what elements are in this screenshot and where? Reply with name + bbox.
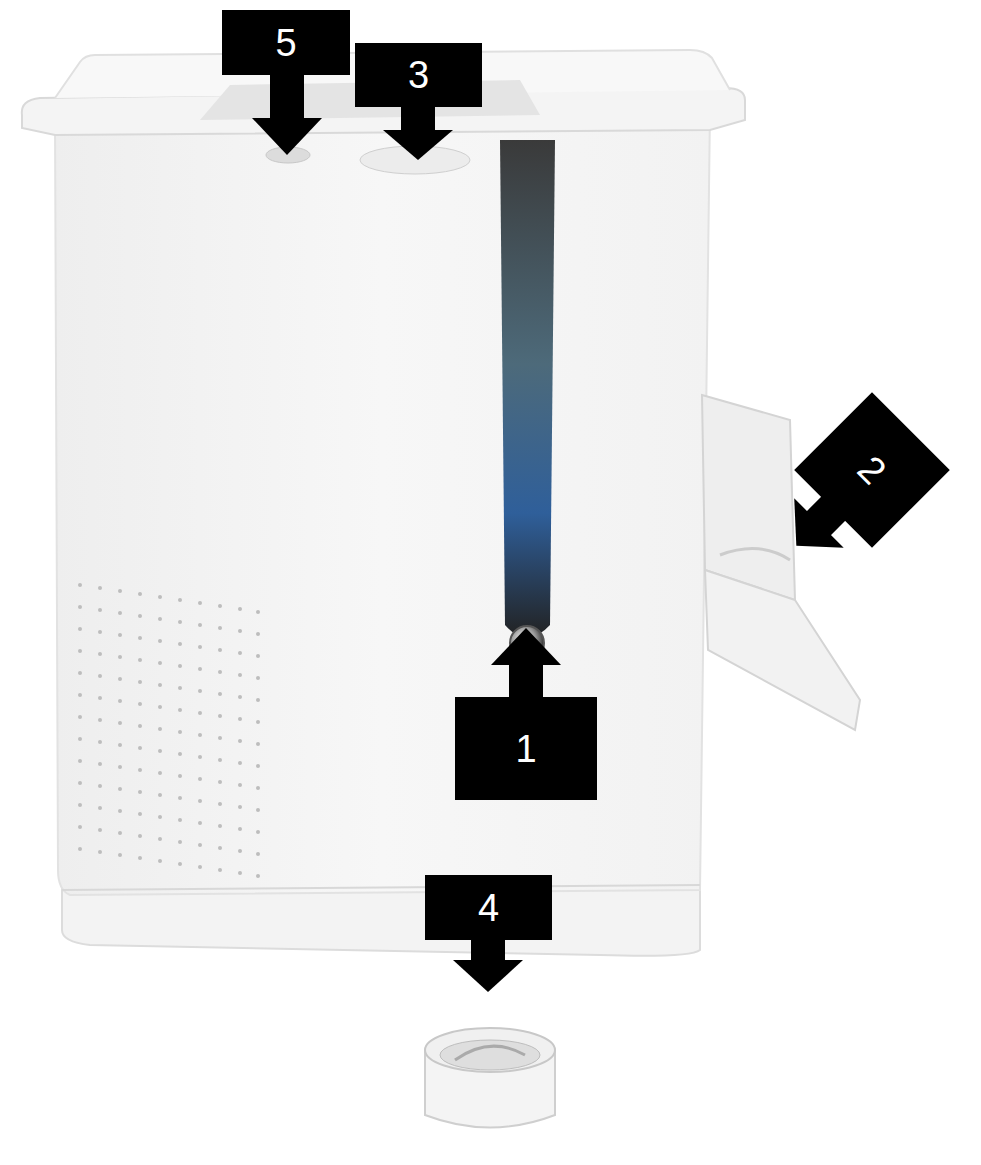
callout-number: 5 bbox=[275, 24, 296, 62]
callout-number: 3 bbox=[408, 56, 429, 94]
callout-number: 2 bbox=[851, 449, 893, 491]
callout-box: 4 bbox=[425, 875, 552, 940]
callout-box: 2 bbox=[794, 392, 950, 548]
callout-arrows bbox=[252, 72, 860, 992]
callout-box: 3 bbox=[355, 43, 482, 107]
callout-box: 1 bbox=[455, 697, 597, 800]
callout-number: 1 bbox=[515, 730, 536, 768]
callout-number: 4 bbox=[478, 889, 499, 927]
callout-box: 5 bbox=[222, 10, 350, 75]
